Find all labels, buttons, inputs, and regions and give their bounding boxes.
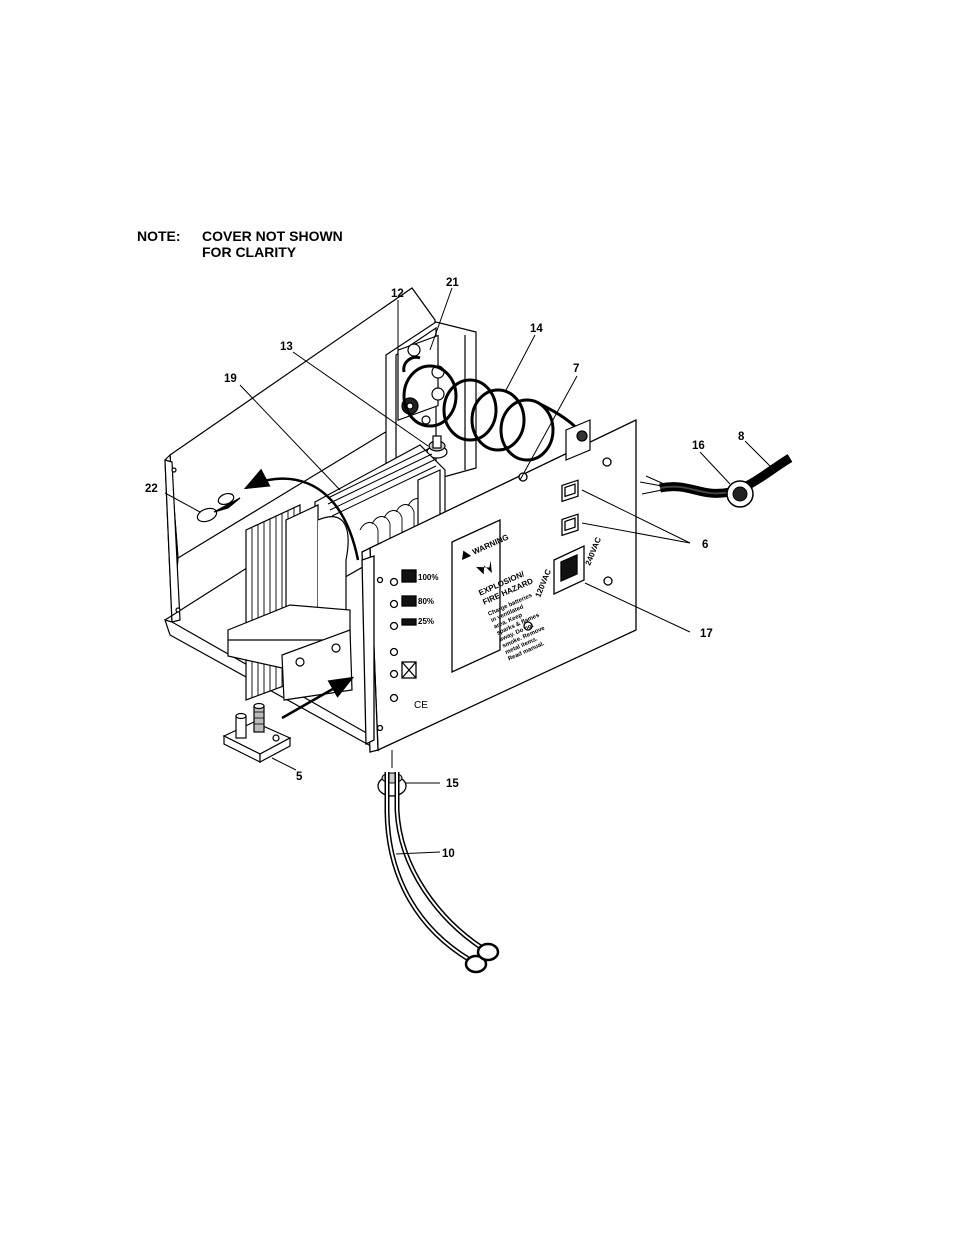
panel-screw xyxy=(604,577,612,585)
callout-16: 16 xyxy=(692,440,705,452)
callout-7: 7 xyxy=(573,363,579,375)
callout-10: 10 xyxy=(442,848,455,860)
ring-terminal-2 xyxy=(478,944,498,960)
led-charging xyxy=(391,649,398,656)
led-fault xyxy=(391,671,398,678)
output-cable-2 xyxy=(397,772,482,948)
level-25-label: 25% xyxy=(418,617,434,626)
rivet xyxy=(172,468,176,472)
callout-6: 6 xyxy=(702,539,708,551)
panel-screw xyxy=(378,726,383,731)
led-80 xyxy=(391,601,398,608)
ac-cord-assembly xyxy=(640,458,790,507)
ac-cord-8 xyxy=(660,458,790,493)
ce-mark: CE xyxy=(414,700,428,711)
rivet xyxy=(176,608,180,612)
level-100-label: 100% xyxy=(418,573,438,582)
level-bar-25 xyxy=(402,619,416,625)
callout-21: 21 xyxy=(446,277,459,289)
callout-5: 5 xyxy=(296,771,303,783)
led-power xyxy=(391,695,398,702)
callout-14: 14 xyxy=(530,323,543,335)
callout-22: 22 xyxy=(145,483,158,495)
callout-13: 13 xyxy=(280,341,293,353)
led-100 xyxy=(391,579,398,586)
led-25 xyxy=(391,623,398,630)
panel-screw xyxy=(603,458,611,466)
terminal-block xyxy=(224,704,290,763)
callout-8: 8 xyxy=(738,431,745,443)
callout-12: 12 xyxy=(391,288,404,300)
level-bar-80 xyxy=(402,596,416,606)
callout-19: 19 xyxy=(224,373,237,385)
callout-15: 15 xyxy=(446,778,459,790)
callout-17: 17 xyxy=(700,628,713,640)
panel-screw xyxy=(378,578,383,583)
level-bar-100 xyxy=(402,570,416,582)
level-80-label: 80% xyxy=(418,597,434,606)
